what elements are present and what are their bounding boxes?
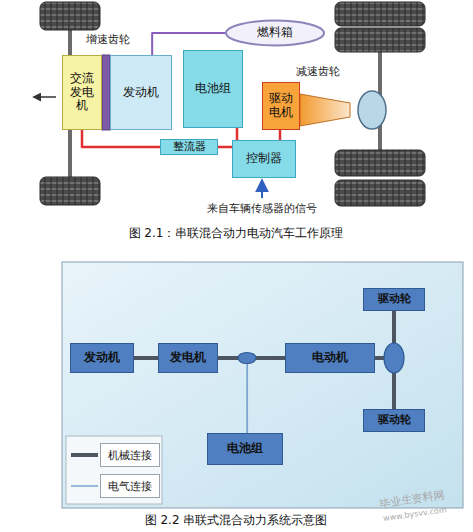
oval-shape [226, 21, 324, 46]
part-label: 减速齿轮 [296, 66, 340, 78]
battery-box: 电池组 [207, 433, 283, 465]
legend-text: 机械连接 [100, 443, 160, 467]
speed-up-gear [102, 55, 110, 130]
node-text: 电池组 [227, 442, 263, 456]
connector [237, 128, 238, 140]
wheel-box: 驱动轮 [363, 409, 425, 432]
node-text: 发电机 [170, 351, 206, 365]
connector [134, 356, 158, 360]
part-label: 增速齿轮 [86, 34, 130, 46]
node-text: 驱动轮 [378, 293, 411, 306]
tire [335, 180, 425, 206]
connector [218, 146, 232, 149]
generator-box: 发电机 [158, 343, 218, 373]
connector [82, 130, 160, 147]
legend-sample [68, 443, 100, 467]
legend-panel [66, 436, 162, 504]
tire [40, 2, 100, 30]
figure-caption: 图 2.1：串联混合动力电动汽车工作原理 [129, 227, 344, 240]
signal-label: 来自车辆传感器的信号 [207, 203, 317, 215]
engine-box: 发动机 [110, 55, 172, 130]
reduction-gear-cone [300, 94, 350, 126]
node-text: 发动机 [123, 86, 159, 100]
differential [358, 91, 386, 129]
node-text: 发动机 [84, 351, 120, 365]
node-text: 交流 发电机 [65, 72, 99, 113]
engine-box: 发动机 [70, 343, 134, 373]
figure-caption: 图 2.2 串联式混合动力系统示意图 [145, 514, 328, 527]
controller-box: 控制器 [232, 140, 296, 178]
node-text: 驱动 电机 [265, 92, 297, 120]
node-text: 燃料箱 [257, 26, 293, 40]
alternator-box: 交流 发电机 [62, 55, 102, 130]
wheel-box: 驱动轮 [363, 288, 425, 311]
legend-line-sample [71, 453, 98, 457]
differential-symbol [384, 343, 404, 373]
tire [335, 150, 425, 176]
rectifier-box: 整流器 [160, 139, 218, 156]
connector [280, 130, 281, 140]
node-text: 电池组 [195, 82, 231, 96]
connector [247, 358, 285, 433]
tire [40, 177, 100, 205]
tire [335, 28, 425, 52]
direction-arrow [34, 96, 56, 98]
node-text: 驱动轮 [378, 414, 411, 427]
tire [335, 2, 425, 26]
signal-arrow [261, 181, 263, 198]
node-text: 整流器 [173, 141, 206, 154]
node-text: 电动机 [312, 351, 348, 365]
fuel-tank: 燃料箱 [225, 20, 325, 46]
drive-motor-box: 驱动 电机 [262, 82, 300, 130]
figure-frame [62, 262, 463, 508]
legend-item: 电气连接 [68, 474, 160, 498]
legend-text: 电气连接 [100, 474, 160, 498]
node-text: 控制器 [246, 152, 282, 166]
junction-node [238, 353, 256, 364]
connector [218, 358, 247, 433]
legend-sample [68, 474, 100, 498]
legend-item: 机械连接 [68, 443, 160, 467]
battery-box: 电池组 [183, 50, 243, 128]
motor-box: 电动机 [285, 343, 375, 373]
legend-line-sample [71, 485, 98, 487]
